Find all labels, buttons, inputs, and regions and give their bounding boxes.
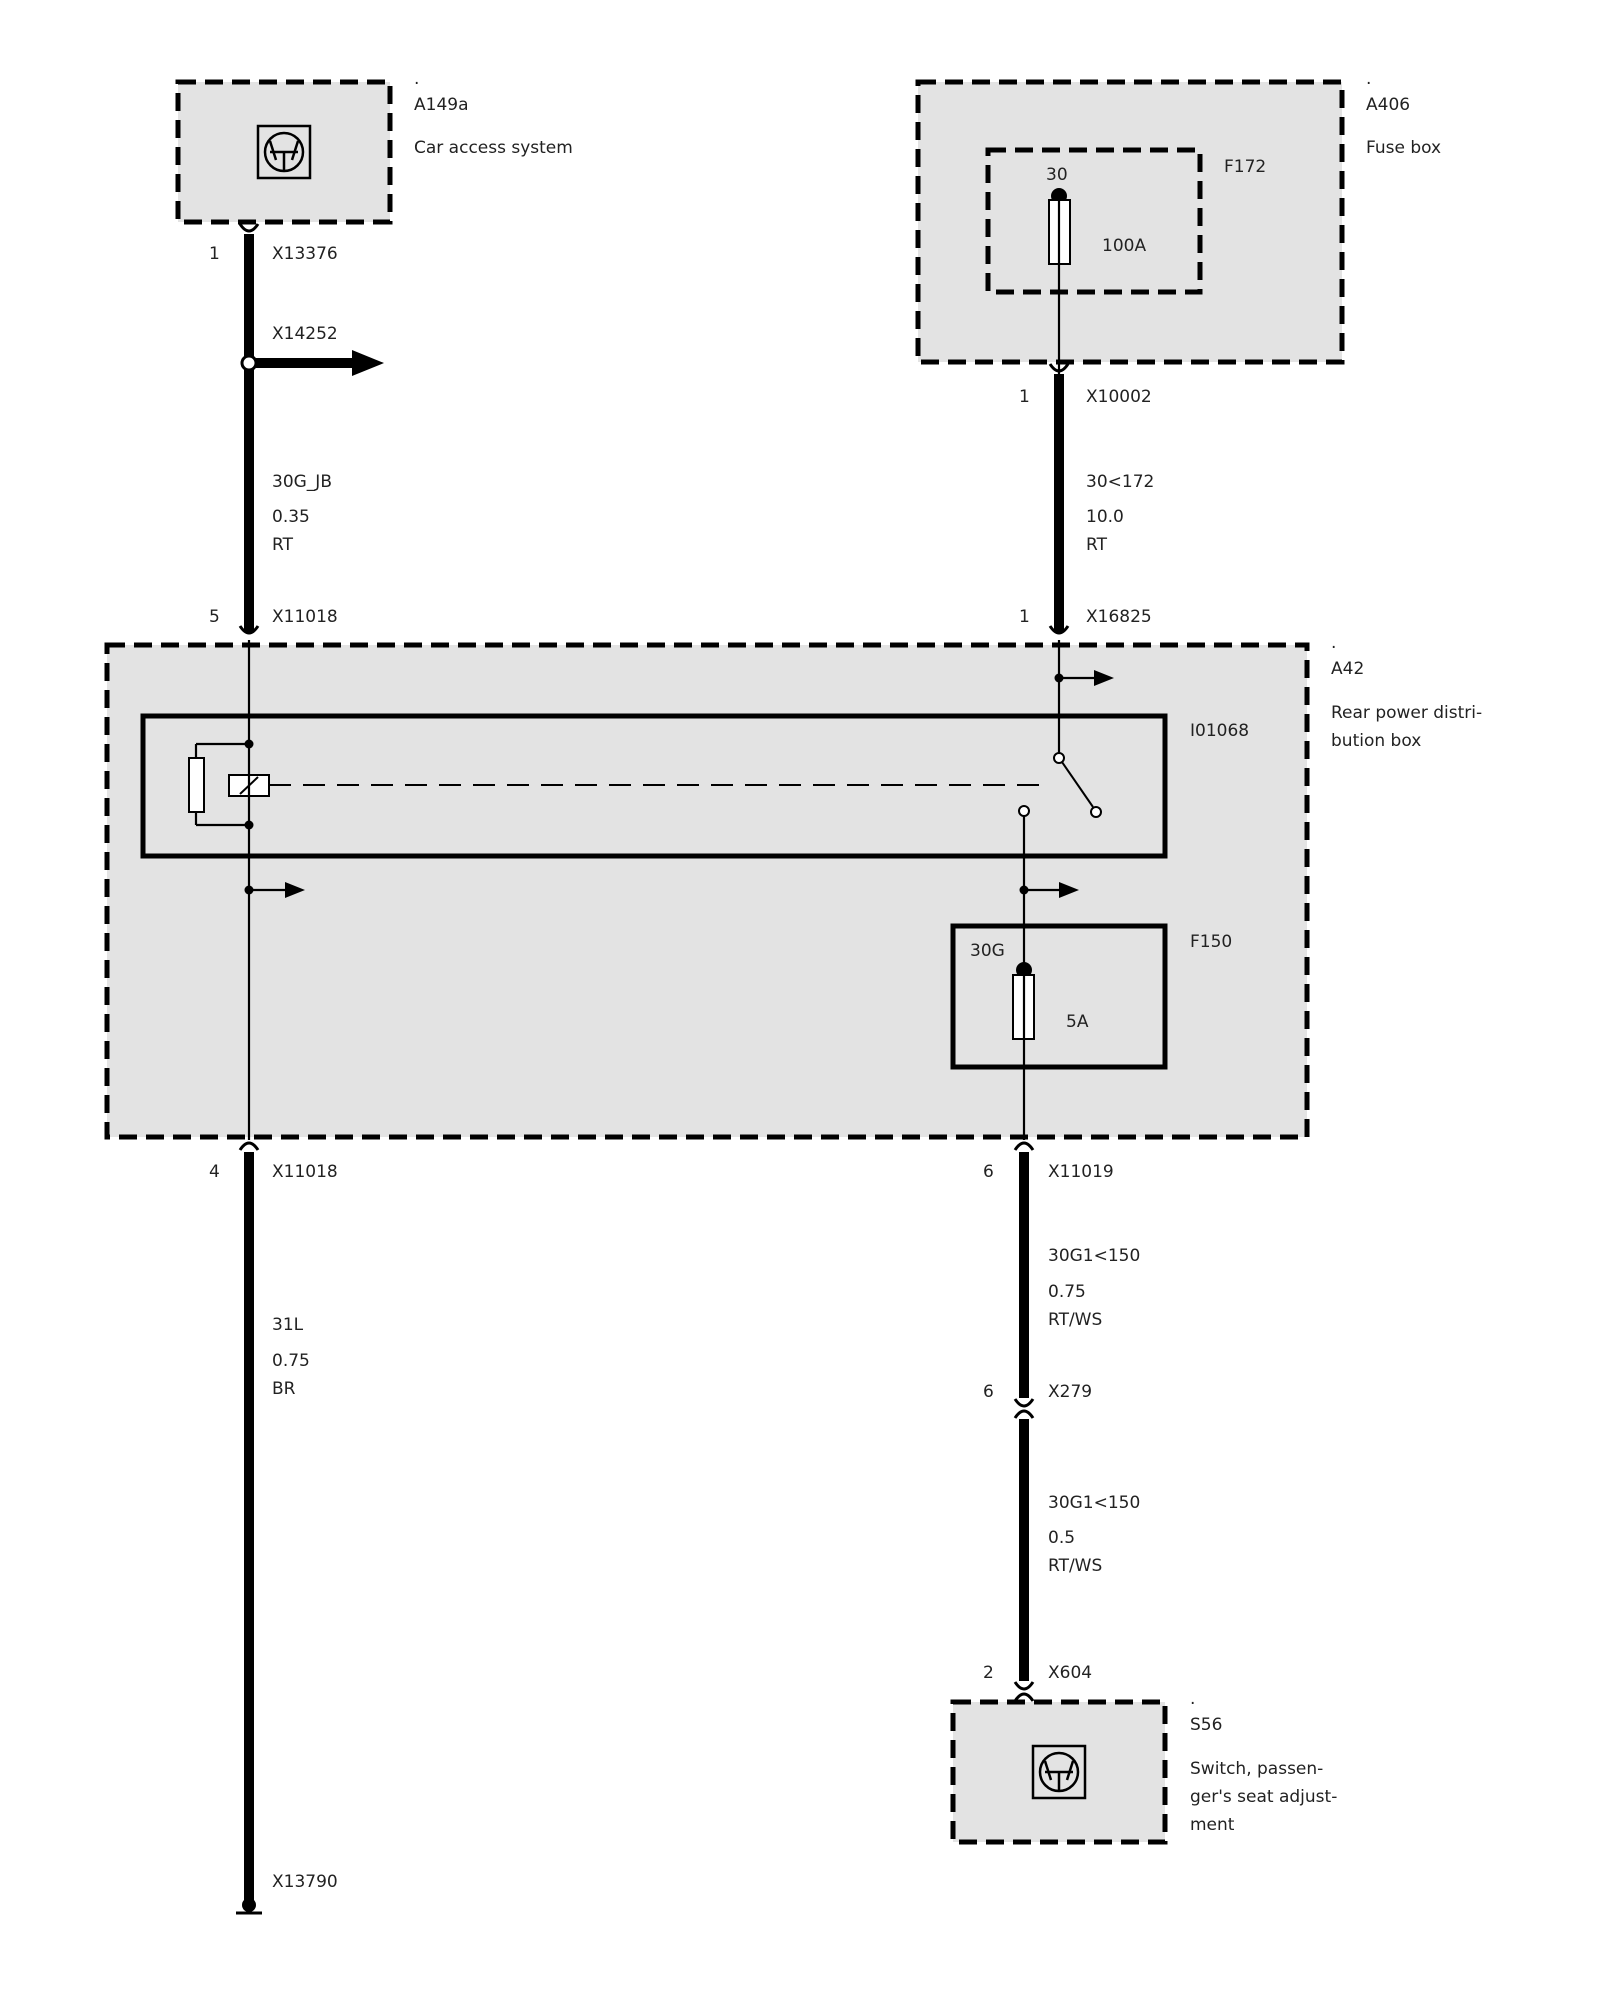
branch-arrow-x14252	[240, 350, 384, 376]
wire-30g1-150-b: 30G1<150 0.5 RT/WS	[1019, 1419, 1140, 1681]
wire-size: 0.75	[1048, 1282, 1086, 1302]
fuse-rating: 100A	[1102, 236, 1146, 256]
connector-x11019: 6 X11019	[983, 1162, 1114, 1182]
control-unit-icon	[1031, 1744, 1087, 1800]
component-id: A406	[1366, 95, 1410, 115]
connector-x14252: X14252	[272, 324, 338, 344]
component-name-line1: Switch, passen-	[1190, 1759, 1323, 1779]
dot-mark: .	[1331, 633, 1336, 653]
wire-size: 0.35	[272, 507, 310, 527]
fuse-terminal: 30	[1046, 165, 1068, 185]
fuse-f172: 30 100A F172	[1046, 157, 1266, 265]
component-s56: . S56 Switch, passen- ger's seat adjust-…	[950, 1689, 1337, 1845]
wire-31l: 31L 0.75 BR	[236, 1152, 310, 1915]
fuse-f150: 30G 5A F150	[950, 923, 1232, 1070]
component-a42: . A42 Rear power distri- bution box	[104, 633, 1482, 1140]
connector-x10002: 1 X10002	[1019, 387, 1152, 407]
wire-color: RT/WS	[1048, 1310, 1102, 1330]
relay-id: I01068	[1190, 721, 1249, 741]
connector-id: X13376	[272, 244, 338, 264]
component-a406: . A406 Fuse box	[915, 69, 1441, 365]
component-name-line2: ger's seat adjust-	[1190, 1787, 1337, 1807]
connector-x604: 2 X604	[983, 1663, 1092, 1683]
dot-mark: .	[1366, 69, 1371, 89]
connector-id: X11019	[1048, 1162, 1114, 1182]
wire-size: 0.5	[1048, 1528, 1075, 1548]
component-name: Car access system	[414, 138, 573, 158]
connector-x279: 6 X279	[983, 1382, 1092, 1402]
wire-30g1-150-a: 30G1<150 0.75 RT/WS	[1019, 1152, 1140, 1398]
wire-signal: 30G1<150	[1048, 1493, 1140, 1513]
wire-signal: 31L	[272, 1315, 304, 1335]
fuse-rating: 5A	[1066, 1012, 1089, 1032]
connector-id: X604	[1048, 1663, 1092, 1683]
control-unit-icon	[256, 124, 312, 180]
wire-color: RT/WS	[1048, 1556, 1102, 1576]
component-a149a: . A149a Car access system	[175, 69, 573, 225]
connector-x13376: 1 X13376	[209, 244, 338, 264]
pin-number: 1	[209, 244, 220, 264]
fuse-terminal: 30G	[970, 941, 1005, 961]
pin-number: 5	[209, 607, 220, 627]
component-name: Fuse box	[1366, 138, 1441, 158]
wire-color: RT	[1086, 535, 1108, 555]
pin-number: 6	[983, 1162, 994, 1182]
connector-x16825: 1 X16825	[1019, 607, 1152, 627]
fuse-id: F150	[1190, 932, 1232, 952]
wire-size: 0.75	[272, 1351, 310, 1371]
connector-id: X13790	[272, 1872, 338, 1892]
component-name-line1: Rear power distri-	[1331, 703, 1482, 723]
component-id: A149a	[414, 95, 469, 115]
pin-number: 1	[1019, 607, 1030, 627]
component-name-line3: ment	[1190, 1815, 1235, 1835]
connector-x13790: X13790	[272, 1872, 338, 1892]
wire-signal: 30G1<150	[1048, 1246, 1140, 1266]
wire-color: RT	[272, 535, 294, 555]
connector-id: X279	[1048, 1382, 1092, 1402]
connector-x11018-bottom: 4 X11018	[209, 1162, 338, 1182]
connector-id: X14252	[272, 324, 338, 344]
pin-number: 4	[209, 1162, 220, 1182]
wire-color: BR	[272, 1379, 296, 1399]
wire-30g-jb: 30G_JB 0.35 RT	[244, 234, 332, 632]
component-id: S56	[1190, 1715, 1222, 1735]
internal-wiring	[244, 640, 1114, 1140]
pin-number: 1	[1019, 387, 1030, 407]
wire-signal: 30<172	[1086, 472, 1154, 492]
dot-mark: .	[1190, 1689, 1195, 1709]
wire-size: 10.0	[1086, 507, 1124, 527]
dot-mark: .	[414, 69, 419, 89]
connector-id: X10002	[1086, 387, 1152, 407]
component-name-line2: bution box	[1331, 731, 1421, 751]
fuse-id: F172	[1224, 157, 1266, 177]
resistor-icon	[188, 757, 205, 813]
pin-number: 2	[983, 1663, 994, 1683]
connector-id: X16825	[1086, 607, 1152, 627]
pin-number: 6	[983, 1382, 994, 1402]
wire-30-172: 30<172 10.0 RT	[1054, 264, 1154, 632]
connector-x11018-top: 5 X11018	[209, 607, 338, 627]
wire-signal: 30G_JB	[272, 472, 332, 492]
connector-id: X11018	[272, 607, 338, 627]
connector-id: X11018	[272, 1162, 338, 1182]
component-id: A42	[1331, 659, 1364, 679]
